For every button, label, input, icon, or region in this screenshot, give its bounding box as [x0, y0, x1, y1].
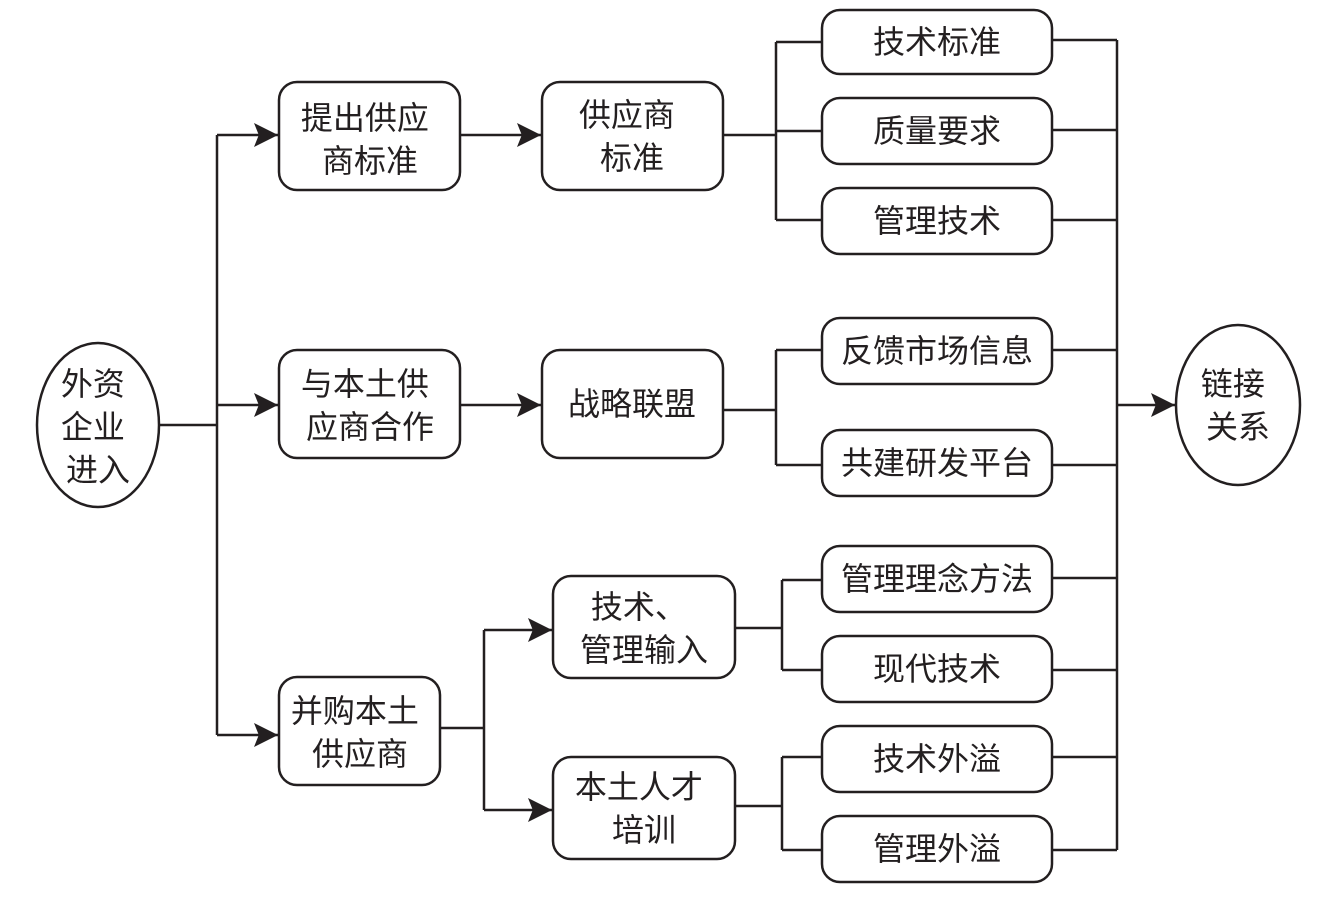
node-label: 与本土供 应商合作: [301, 365, 439, 446]
bracket-local-talent: [735, 755, 821, 852]
nodes: 外资 企业 进入 提出供应 商标准 与本土供 应商合作 并购本土 供应商: [35, 8, 1302, 884]
node-strategic-alliance: 战略联盟: [540, 348, 725, 460]
node-label: 管理技术: [873, 202, 1001, 240]
node-label: 管理理念方法: [841, 560, 1033, 598]
node-label: 共建研发平台: [841, 444, 1033, 482]
edges: [160, 38, 1175, 852]
node-label: 并购本土 供应商: [291, 692, 429, 773]
node-tech-standard: 技术标准: [820, 8, 1054, 76]
bracket-strategic-alliance: [723, 348, 821, 467]
node-acquire-local: 并购本土 供应商: [277, 675, 442, 787]
node-tech-spillover: 技术外溢: [820, 724, 1054, 794]
node-label: 链接 关系: [1201, 365, 1275, 446]
node-label: 供应商 标准: [579, 96, 685, 177]
node-label: 战略联盟: [568, 385, 696, 423]
node-foreign-entry: 外资 企业 进入: [35, 341, 161, 509]
node-label: 外资 企业 进入: [61, 365, 135, 489]
bracket-tech-mgmt-input: [735, 578, 821, 672]
node-mgmt-spillover: 管理外溢: [820, 814, 1054, 884]
node-market-feedback: 反馈市场信息: [820, 316, 1054, 386]
node-propose-standard: 提出供应 商标准: [277, 80, 462, 192]
node-quality-req: 质量要求: [820, 96, 1054, 166]
node-label: 管理外溢: [873, 830, 1001, 868]
edge-collector: [1052, 38, 1119, 852]
node-mgmt-concept: 管理理念方法: [820, 544, 1054, 614]
node-label: 本土人才 培训: [575, 768, 713, 849]
node-linkage: 链接 关系: [1174, 323, 1302, 487]
bracket-supplier-standard: [723, 40, 821, 222]
node-label: 提出供应 商标准: [301, 99, 439, 180]
node-label: 质量要求: [873, 112, 1001, 150]
node-label: 技术外溢: [873, 740, 1001, 778]
node-mgmt-tech: 管理技术: [820, 186, 1054, 256]
node-label: 技术、 管理输入: [580, 588, 708, 669]
edge-acquire-fork: [440, 630, 486, 810]
node-supplier-standard: 供应商 标准: [540, 80, 725, 192]
node-local-talent: 本土人才 培训: [551, 755, 737, 861]
node-label: 现代技术: [873, 650, 1001, 688]
node-cooperate-local: 与本土供 应商合作: [277, 348, 462, 460]
node-modern-tech: 现代技术: [820, 634, 1054, 704]
edge-entry-trunk: [160, 135, 219, 735]
node-tech-mgmt-input: 技术、 管理输入: [551, 574, 737, 680]
node-label: 技术标准: [873, 23, 1001, 61]
node-label: 反馈市场信息: [841, 332, 1033, 370]
node-rd-platform: 共建研发平台: [820, 428, 1054, 498]
